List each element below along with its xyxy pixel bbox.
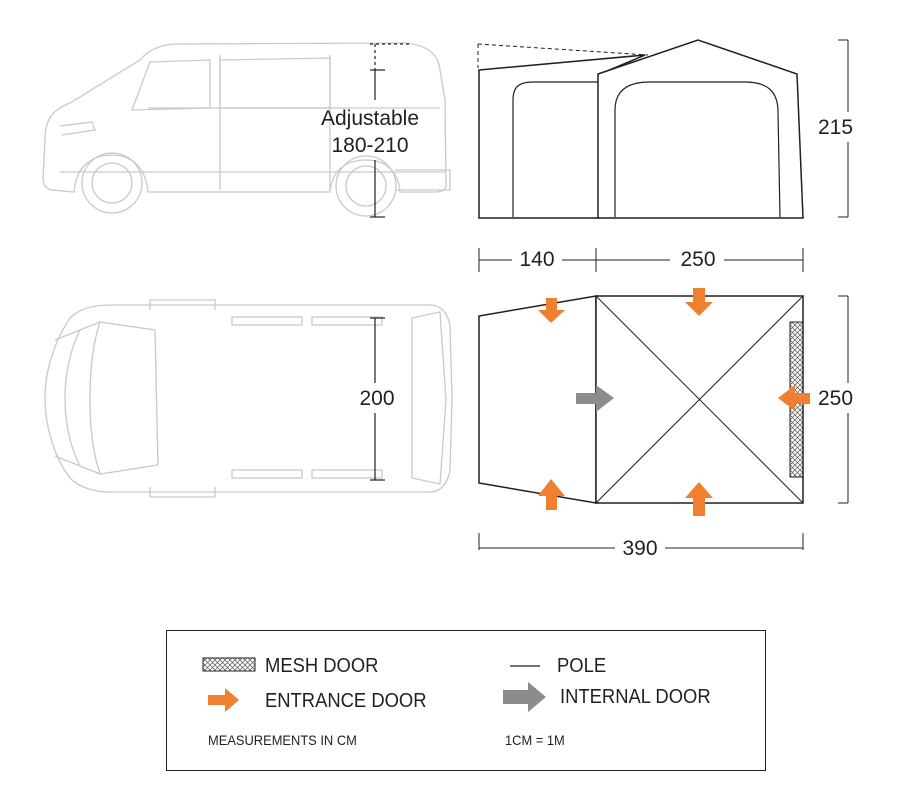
van-height-label: Adjustable 180-210 [320,107,420,157]
entrance-arrow-icon [538,298,565,323]
entrance-arrow-icon [685,482,713,516]
van-width-bracket [370,317,385,481]
legend-internal-door-text: INTERNAL DOOR [560,686,711,708]
van-width-label: 200 [359,387,395,410]
orange-arrow-icon [208,688,239,712]
main-depth-label: 250 [680,248,716,271]
tent-width-label: 250 [818,387,854,410]
depth-dimension-line [478,248,804,272]
legend-mesh-door-text: MESH DOOR [265,655,379,677]
tent-floor-plan [478,295,804,504]
total-depth-line [478,533,804,550]
scale-note: 1CM = 1M [505,732,565,748]
entrance-arrow-icon [538,479,565,510]
tent-height-bracket [838,39,849,218]
van-top-view [44,299,453,498]
internal-door-arrow-icon [576,385,614,412]
measurements-note: MEASUREMENTS IN CM [208,732,357,748]
legend-entrance-door-text: ENTRANCE DOOR [265,690,427,712]
legend-box [166,630,766,771]
entrance-arrow-icon [685,288,713,316]
entrance-arrow-icon [778,385,810,411]
tent-height-label: 215 [818,116,854,139]
grey-arrow-icon [503,682,546,712]
legend-pole-text: POLE [557,655,607,677]
tent-width-bracket [838,295,849,504]
tent-side-view [477,39,804,219]
total-depth-label: 390 [622,537,658,560]
mesh-door-icon [202,657,256,672]
van-height-bracket [370,43,412,218]
porch-depth-label: 140 [519,248,555,271]
pole-line [595,295,804,504]
entrance-door-arrows [538,288,810,516]
van-side-view [42,42,451,217]
